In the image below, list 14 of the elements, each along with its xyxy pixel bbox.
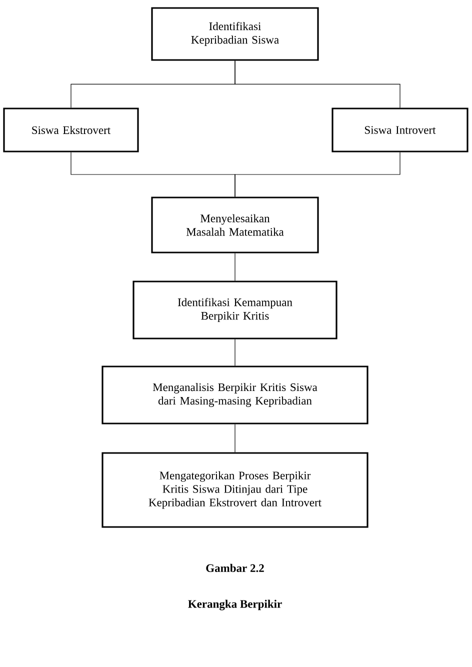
connector-line (234, 152, 400, 197)
connector-line (234, 339, 236, 366)
process-box: Mengategorikan Proses Berpikir Kritis Siswa Ditinjau dari Tipe Kepribadian Ekstrovert dan Introvert (102, 452, 368, 528)
connector-line (234, 253, 236, 281)
connector-line (234, 424, 236, 452)
process-box: Menyelesaikan Masalah Matematika (151, 196, 319, 254)
process-box: Siswa Introvert (332, 108, 468, 152)
process-box: Identifikasi Kemampuan Berpikir Kritis (132, 280, 338, 340)
process-box: Identifikasi Kepribadian Siswa (151, 7, 319, 61)
connector-line (234, 60, 400, 108)
caption-text: Gambar 2.2 (206, 564, 264, 572)
process-box: Siswa Ekstrovert (3, 108, 139, 152)
process-box: Menganalisis Berpikir Kritis Siswa dari Masing-masing Kepribadian (102, 366, 368, 424)
caption-text: Kerangka Berpikir (188, 600, 282, 610)
